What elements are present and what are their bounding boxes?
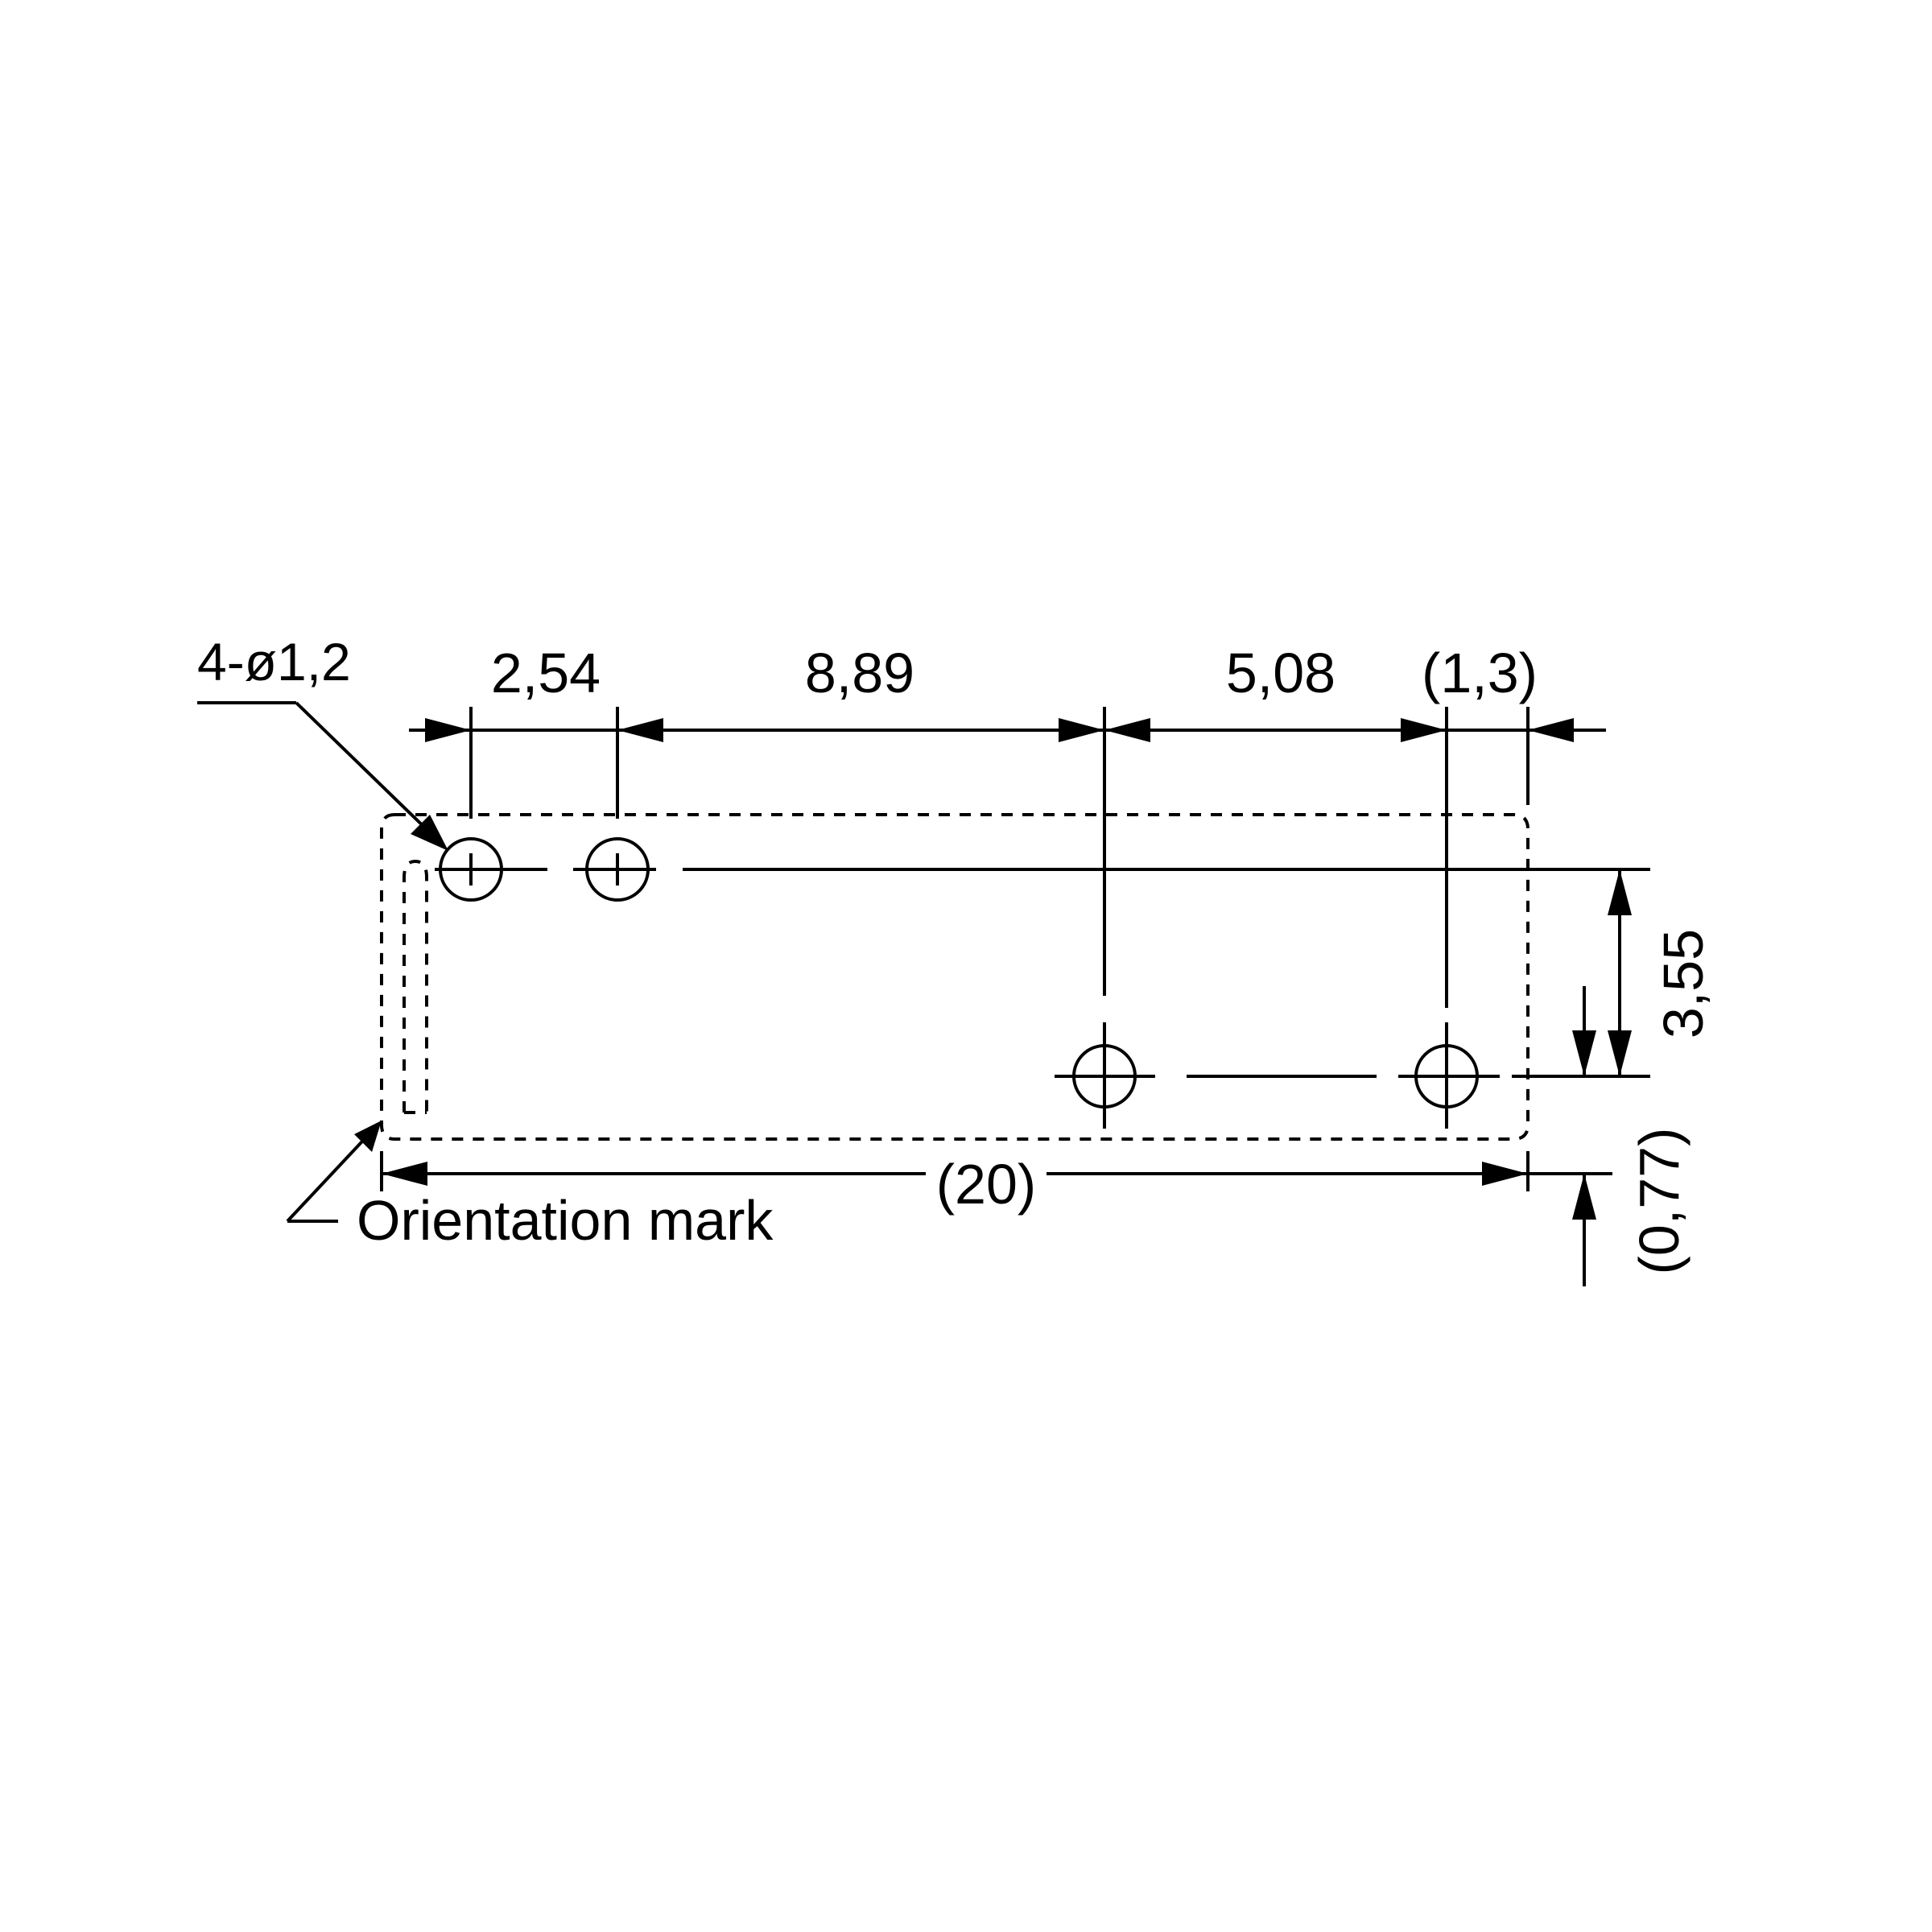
hole-callout-label: 4-ø1,2: [197, 632, 351, 691]
dimension-3-55: 3,55: [1652, 929, 1715, 1038]
orientation-mark: [402, 859, 428, 1114]
hole-2: [585, 837, 650, 902]
hole-4: [1398, 1022, 1495, 1129]
top-dimension-line: [409, 718, 1606, 742]
hole-3: [1056, 1022, 1153, 1129]
dimension-20: (20): [936, 1153, 1036, 1216]
orientation-mark-label: Orientation mark: [357, 1189, 774, 1252]
relay-outline: [380, 813, 1530, 1141]
orientation-leader: [286, 1121, 382, 1223]
hole-callout-leader: [197, 701, 448, 851]
dimension-0-77: (0,77): [1628, 1128, 1690, 1275]
dimension-5-08: 5,08: [1226, 642, 1335, 704]
bottom-offset-dimension: [1512, 986, 1612, 1286]
extension-lines: [380, 707, 1530, 1191]
overall-length-dimension: [382, 1162, 1602, 1186]
hole-1: [439, 837, 503, 902]
dimension-8-89: 8,89: [805, 642, 914, 704]
row-spacing-dimension: [1608, 869, 1632, 1076]
dimension-1-3: (1,3): [1422, 642, 1538, 704]
dimension-2-54: 2,54: [491, 642, 601, 704]
